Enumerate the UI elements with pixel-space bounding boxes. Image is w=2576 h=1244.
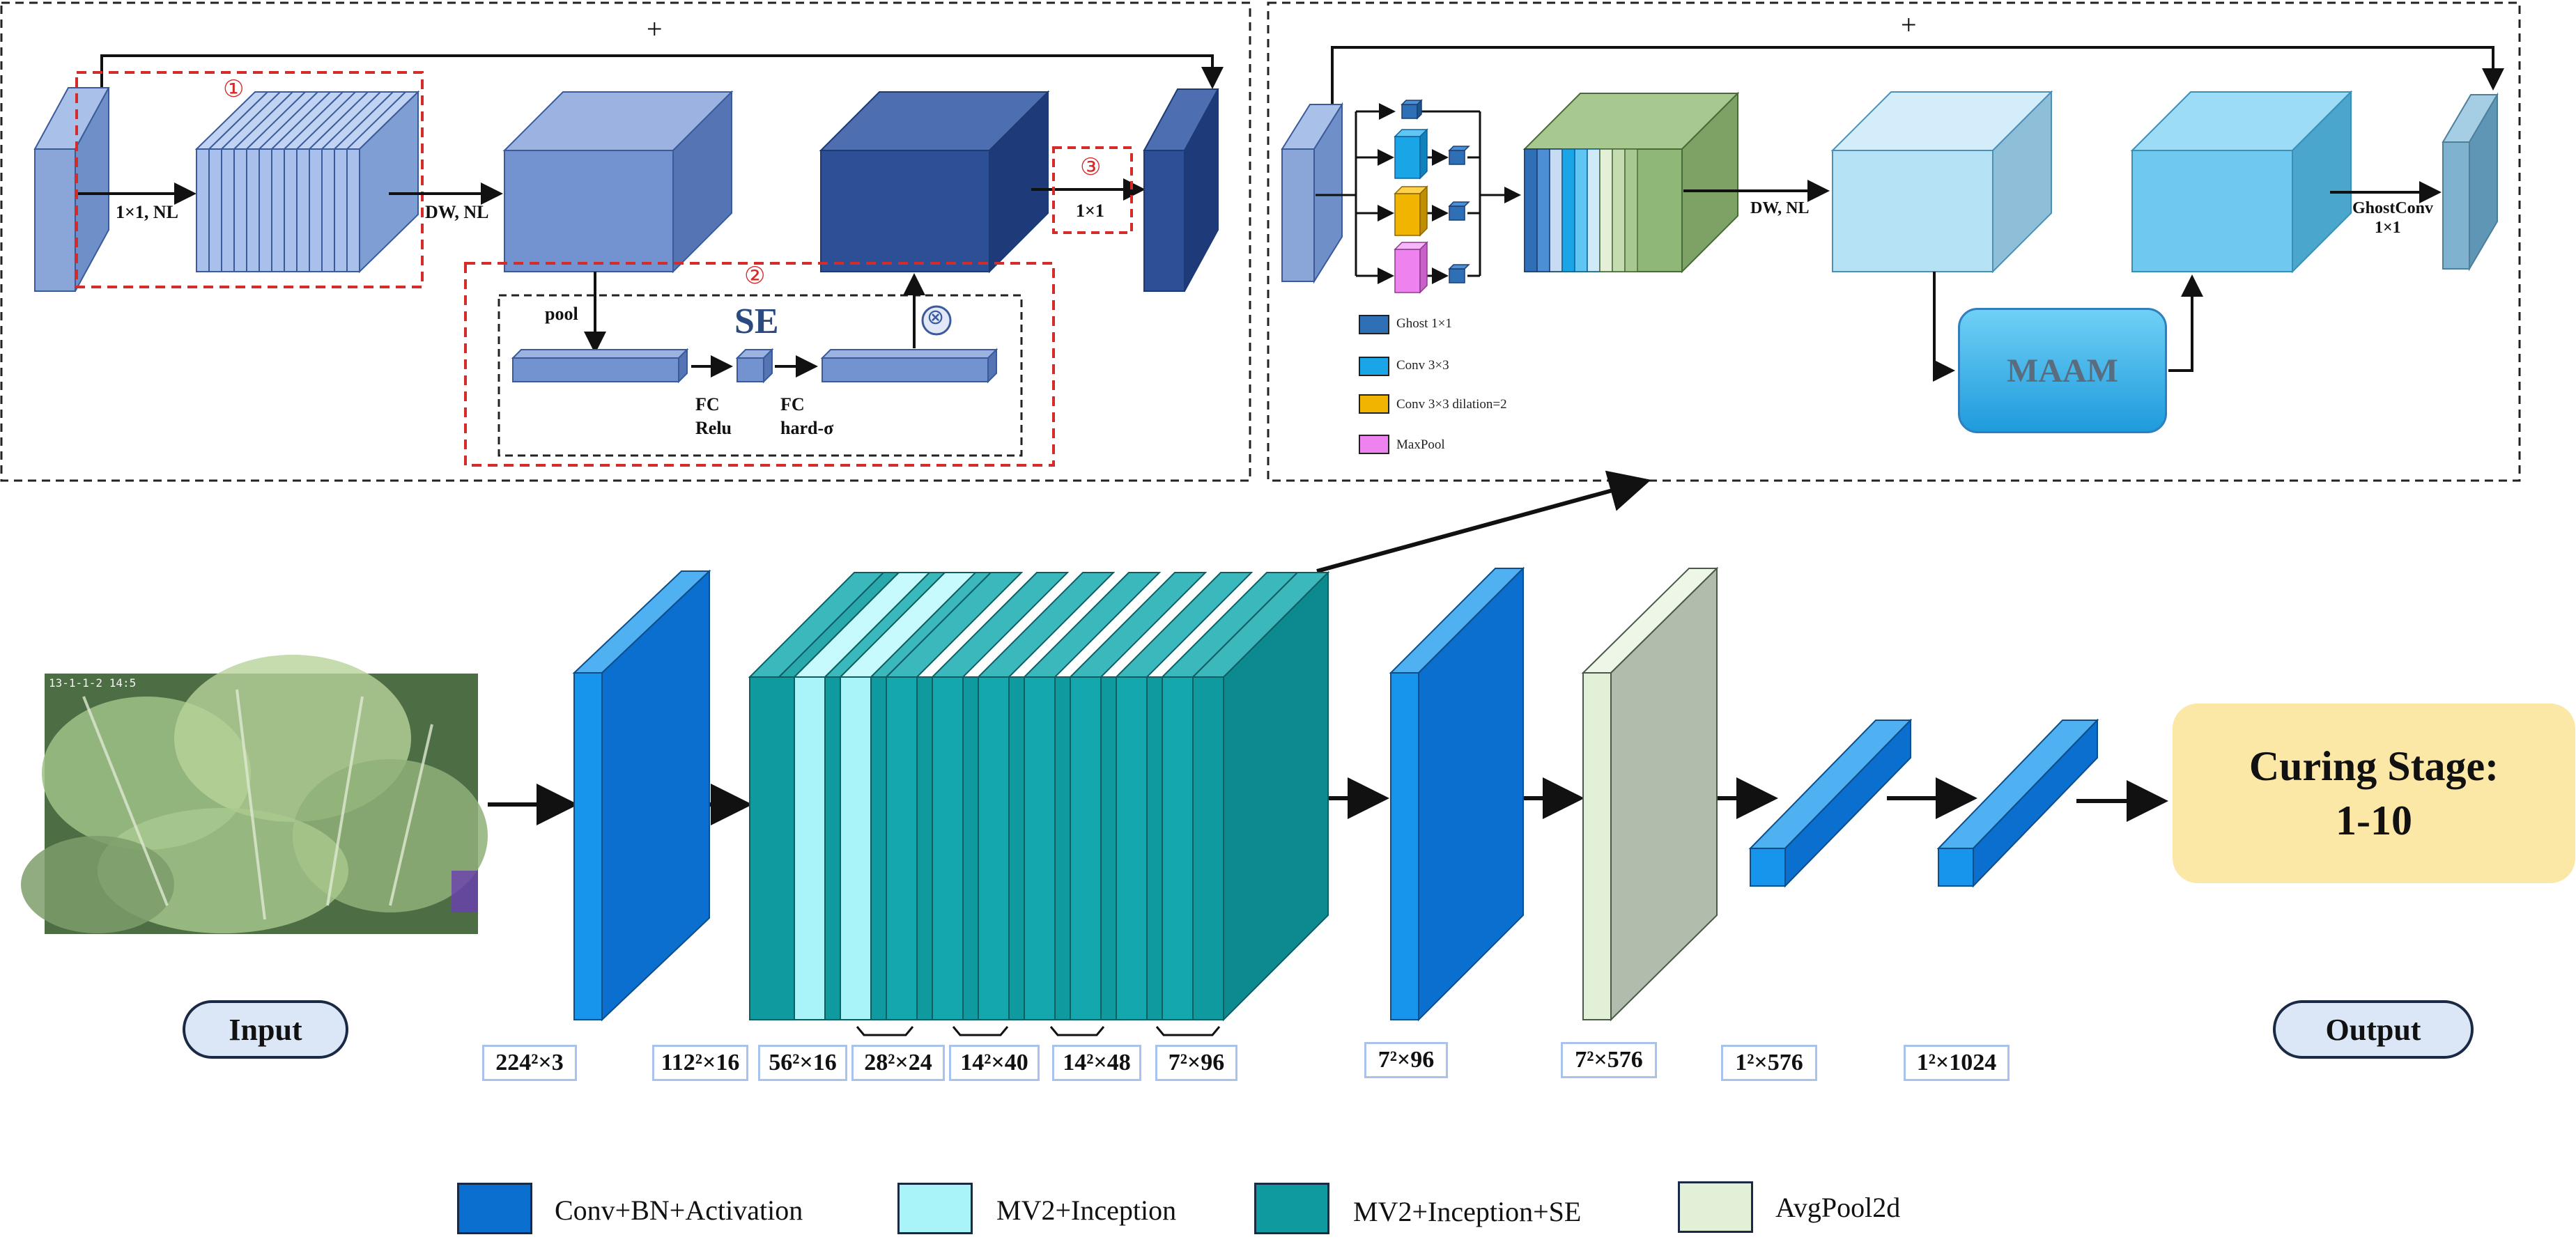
legend-swatch-conv: [457, 1183, 532, 1234]
ghost-branch-cube-3: [1448, 201, 1470, 221]
ghost-branch-cube-2: [1448, 146, 1470, 165]
left-plus-symbol: +: [647, 13, 663, 45]
inception-stack: [748, 570, 1330, 1022]
dim-label-stage-1: 56²×16: [758, 1045, 847, 1081]
conv3x3-branch-cube: [1394, 128, 1428, 180]
se-squeeze-bar: [511, 348, 689, 384]
circle-number-3: ③: [1080, 153, 1102, 181]
dim-label-stage-3: 14²×40: [949, 1045, 1040, 1081]
output-curing-stage-box: Curing Stage: 1-10: [2173, 703, 2575, 883]
dim-label-stage-5: 7²×96: [1155, 1045, 1237, 1081]
legend-swatch-inception-se: [1254, 1183, 1329, 1234]
highlight-box-3: [1052, 146, 1133, 234]
label-1x1-nl: 1×1, NL: [116, 202, 178, 222]
label-pool: pool: [545, 304, 578, 324]
label-fc-relu-2: Relu: [695, 418, 732, 438]
legend-label-avgpool: AvgPool2d: [1775, 1192, 1901, 1223]
circle-number-2: ②: [744, 262, 766, 290]
mini-legend-label-dilated: Conv 3×3 dilation=2: [1396, 397, 1507, 412]
dim-label-input: 224²×3: [482, 1045, 577, 1081]
dim-label-conv-2: 7²×96: [1364, 1042, 1448, 1078]
module-pointer-arrow: [1316, 470, 1651, 573]
se-output-cube: [819, 90, 1050, 274]
label-fc-hs-1: FC: [780, 394, 805, 414]
maxpool-branch-cube: [1394, 241, 1428, 294]
se-block-frame: [498, 294, 1023, 457]
maam-module: MAAM: [1958, 308, 2167, 433]
label-dw-nl-left: DW, NL: [425, 202, 489, 222]
stack-group-brackets: [856, 1026, 1221, 1036]
mini-legend-label-conv: Conv 3×3: [1396, 358, 1449, 373]
left-skip-connection: [100, 54, 1224, 89]
mini-legend-swatch-ghost: [1359, 315, 1389, 334]
right-input-slab: [1281, 102, 1343, 284]
dim-label-stage-4: 14²×48: [1052, 1045, 1141, 1081]
ghost-branch-cube-4: [1448, 264, 1470, 283]
dim-label-avgpool: 7²×576: [1561, 1042, 1657, 1078]
se-excite-bar: [820, 348, 998, 384]
inception-branches: [1316, 103, 1521, 284]
right-output-cube: [2130, 90, 2353, 274]
label-fc-relu-1: FC: [695, 394, 720, 414]
circle-number-1: ①: [223, 75, 245, 103]
left-input-slab: [33, 87, 110, 292]
right-depthwise-cube: [1830, 90, 2053, 274]
legend-swatch-avgpool: [1678, 1181, 1753, 1233]
label-1x1-left: 1×1: [1076, 201, 1104, 221]
mini-legend-swatch-conv: [1359, 357, 1389, 376]
conv-block-2: [1389, 566, 1525, 1022]
multiply-icon: ⊗: [927, 305, 945, 329]
mini-legend-swatch-dilated: [1359, 394, 1389, 414]
label-ghostconv-1: GhostConv: [2352, 199, 2434, 217]
input-image-texture: [21, 655, 488, 934]
output-pill: Output: [2273, 1000, 2474, 1059]
fc-block-1: [1748, 718, 1913, 888]
dim-label-fc-2: 1²×1024: [1904, 1045, 2010, 1081]
mini-legend-swatch-maxpool: [1359, 435, 1389, 454]
right-output-slab: [2442, 92, 2499, 272]
expansion-block: [194, 90, 420, 274]
depthwise-cube: [502, 90, 734, 274]
right-skip-connection: [1331, 46, 2504, 104]
concat-block: [1522, 91, 1740, 274]
output-box-line-1: Curing Stage:: [2249, 743, 2499, 789]
input-leaf-image: 13-1-1-2 14:5: [45, 674, 478, 934]
legend-swatch-inception: [897, 1183, 973, 1234]
dilated-conv-branch-cube: [1394, 185, 1428, 237]
ghost-branch-cube: [1401, 99, 1423, 120]
label-ghostconv-2: 1×1: [2375, 219, 2401, 237]
multiply-circle: [921, 305, 952, 336]
left-output-slab: [1143, 88, 1219, 292]
right-module-frame: [1267, 1, 2521, 482]
legend-label-conv: Conv+BN+Activation: [555, 1195, 803, 1226]
stem-conv-block: [572, 569, 711, 1022]
label-se: SE: [734, 302, 779, 341]
dim-label-fc-1: 1²×576: [1721, 1045, 1817, 1081]
dim-label-stem: 112²×16: [652, 1045, 748, 1081]
output-box-line-2: 1-10: [2336, 798, 2412, 843]
fc-block-2: [1936, 718, 2099, 888]
mini-legend-label-ghost: Ghost 1×1: [1396, 316, 1452, 331]
se-bottleneck-cube: [735, 348, 774, 384]
highlight-box-1: [75, 71, 424, 288]
image-timestamp: 13-1-1-2 14:5: [49, 676, 137, 690]
label-fc-hs-2: hard-σ: [780, 418, 834, 438]
maam-label: MAAM: [2007, 352, 2118, 389]
dim-label-stage-2: 28²×24: [851, 1045, 945, 1081]
legend-label-inception-se: MV2+Inception+SE: [1353, 1196, 1582, 1227]
right-plus-symbol: +: [1901, 9, 1917, 40]
highlight-box-2: [464, 262, 1055, 467]
label-dw-nl-right: DW, NL: [1750, 199, 1810, 217]
legend-label-inception: MV2+Inception: [996, 1195, 1177, 1226]
mini-legend-label-maxpool: MaxPool: [1396, 437, 1445, 452]
input-pill: Input: [183, 1000, 348, 1059]
avgpool-block: [1581, 566, 1719, 1022]
